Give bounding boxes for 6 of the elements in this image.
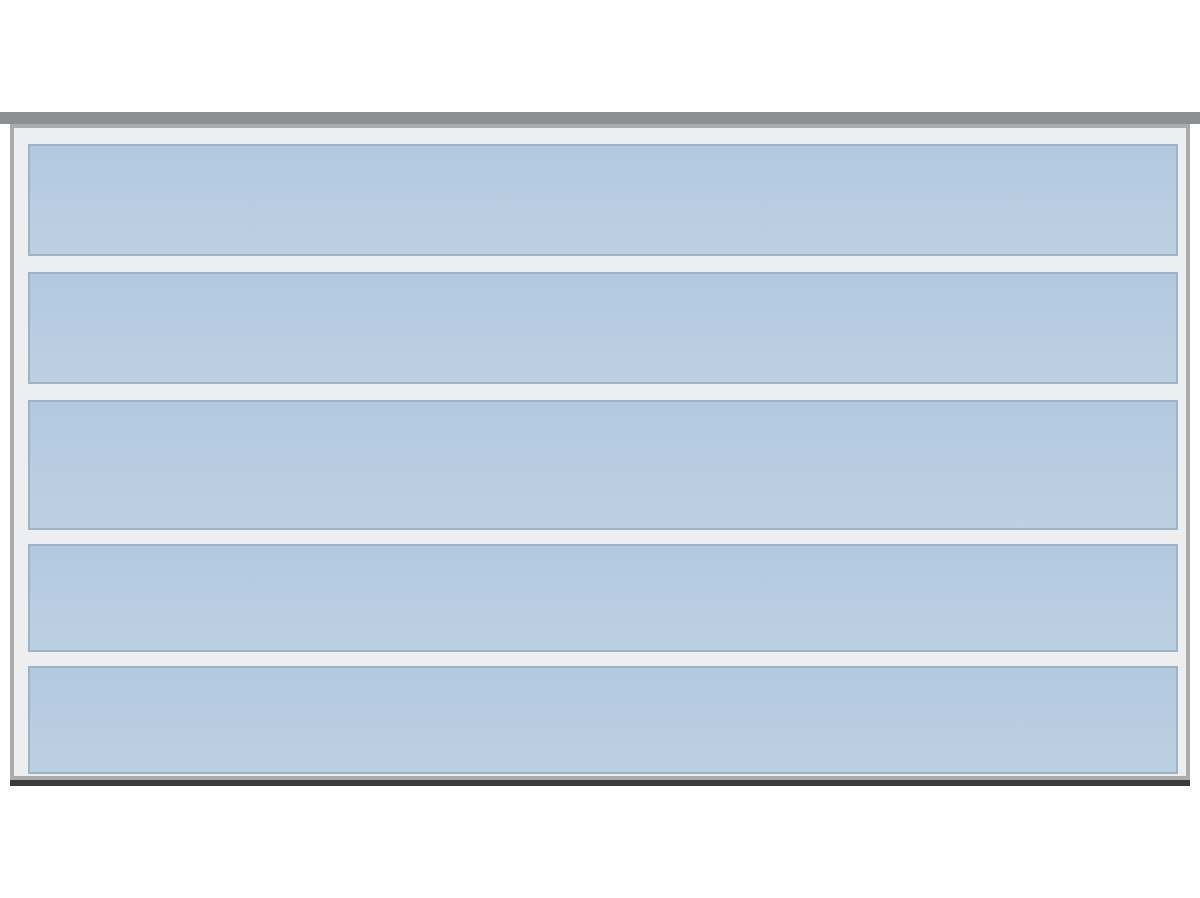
glass-panel [28,144,1178,256]
glass-panel [28,666,1178,774]
glass-panel [28,544,1178,652]
door-frame [10,124,1190,780]
glass-panel [28,400,1178,530]
glass-panel [28,272,1178,384]
